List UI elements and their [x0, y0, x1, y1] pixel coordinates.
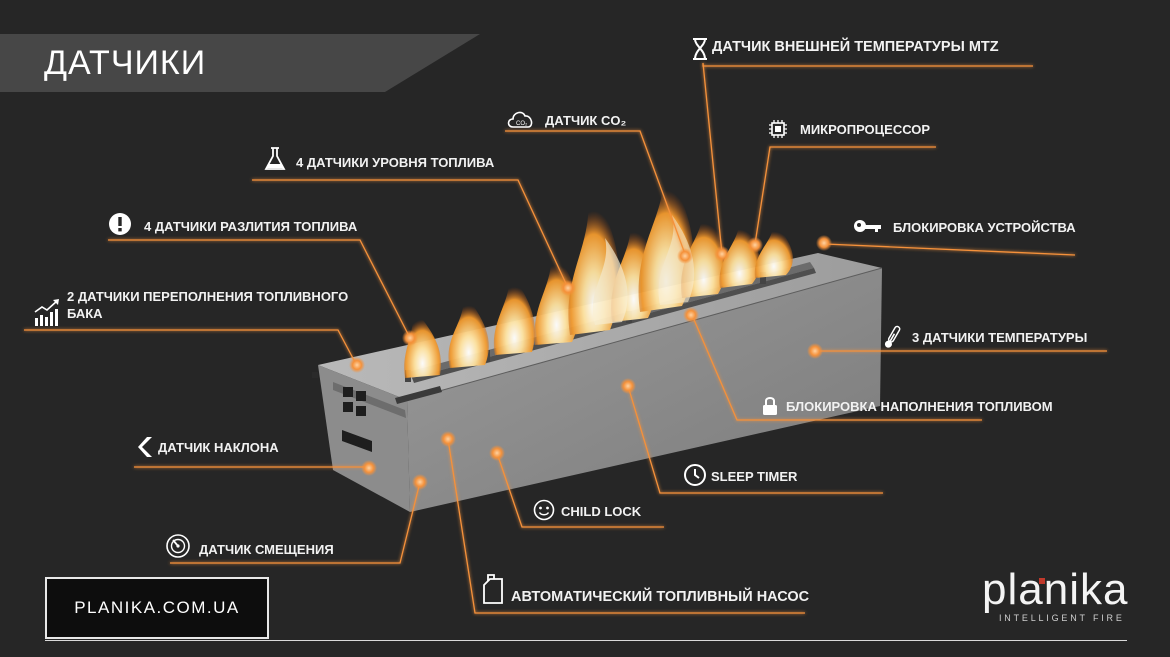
label-overflow-line2: БАКА [67, 306, 103, 321]
leader-pump [447, 438, 805, 614]
label-fill-lock: БЛОКИРОВКА НАПОЛНЕНИЯ ТОПЛИВОМ [786, 399, 1053, 414]
cloud-co2-icon: CO₂ [507, 111, 533, 128]
logo-text: planika [982, 565, 1129, 614]
clock-icon [684, 464, 706, 486]
label-ext-temp: ДАТЧИК ВНЕШНЕЙ ТЕМПЕРАТУРЫ MTZ [712, 39, 999, 55]
leader-spill [108, 239, 411, 339]
planika-logo: planika [982, 565, 1128, 615]
canister-icon [483, 574, 503, 604]
label-co2: ДАТЧИК CO₂ [545, 113, 627, 128]
leader-fuel-level [252, 179, 569, 289]
leader-ext-temp [702, 62, 1033, 255]
svg-text:CO₂: CO₂ [516, 121, 528, 127]
label-spill: 4 ДАТЧИКИ РАЗЛИТИЯ ТОПЛИВА [144, 219, 358, 234]
dot-cpu [747, 237, 763, 253]
chevron-left-icon [138, 437, 152, 457]
leader-co2 [505, 130, 686, 255]
dot-co2 [677, 248, 693, 264]
dot-pump [440, 431, 456, 447]
hourglass-icon [693, 38, 707, 60]
bar-chart-icon [34, 299, 59, 326]
key-icon [854, 220, 881, 232]
leader-overflow [24, 329, 357, 365]
label-sleep: SLEEP TIMER [711, 469, 798, 484]
leader-sleep [627, 385, 883, 494]
label-temp3: 3 ДАТЧИКИ ТЕМПЕРАТУРЫ [912, 330, 1088, 345]
leader-lock-device [824, 243, 1076, 256]
dot-spill [402, 330, 418, 346]
sensor-dots [349, 235, 832, 490]
dot-fuel-level [560, 280, 576, 296]
label-shift: ДАТЧИК СМЕЩЕНИЯ [199, 542, 334, 557]
footer-divider [45, 640, 1127, 641]
flames [404, 160, 793, 378]
website-link[interactable]: PLANIKA.COM.UA [45, 577, 269, 639]
chip-icon [769, 120, 787, 138]
dot-shift [412, 474, 428, 490]
leader-cpu [754, 146, 936, 245]
label-fuel-level: 4 ДАТЧИКИ УРОВНЯ ТОПЛИВА [296, 155, 495, 170]
padlock-icon [763, 397, 777, 415]
leader-lines [24, 62, 1107, 614]
logo-dot [1039, 578, 1045, 584]
label-lock-device: БЛОКИРОВКА УСТРОЙСТВА [893, 220, 1076, 235]
label-overflow-line1: 2 ДАТЧИКИ ПЕРЕПОЛНЕНИЯ ТОПЛИВНОГО [67, 289, 349, 304]
dot-lock-device [816, 235, 832, 251]
leader-fill-lock [691, 314, 982, 421]
leader-shift [170, 481, 421, 564]
dot-sleep [620, 378, 636, 394]
exclamation-icon [109, 213, 131, 235]
flask-icon [264, 147, 286, 170]
dot-fill-lock [683, 307, 699, 323]
shift-gauge-icon [166, 534, 190, 558]
dot-temp3 [807, 343, 823, 359]
logo-tagline: INTELLIGENT FIRE [999, 613, 1125, 623]
thermometer-icon [884, 325, 901, 348]
dot-overflow [349, 357, 365, 373]
burner-front [407, 268, 882, 512]
title-band [0, 34, 480, 92]
label-cpu: МИКРОПРОЦЕССОР [800, 122, 931, 137]
dot-child [489, 445, 505, 461]
label-pump: АВТОМАТИЧЕСКИЙ ТОПЛИВНЫЙ НАСОС [511, 589, 810, 605]
leader-child [496, 452, 664, 528]
smiley-icon [533, 499, 555, 521]
dot-ext-temp [714, 246, 730, 262]
label-tilt: ДАТЧИК НАКЛОНА [158, 440, 279, 455]
website-url: PLANIKA.COM.UA [74, 598, 240, 617]
dot-tilt [361, 460, 377, 476]
page-title: ДАТЧИКИ [44, 44, 207, 82]
label-child: CHILD LOCK [561, 504, 642, 519]
